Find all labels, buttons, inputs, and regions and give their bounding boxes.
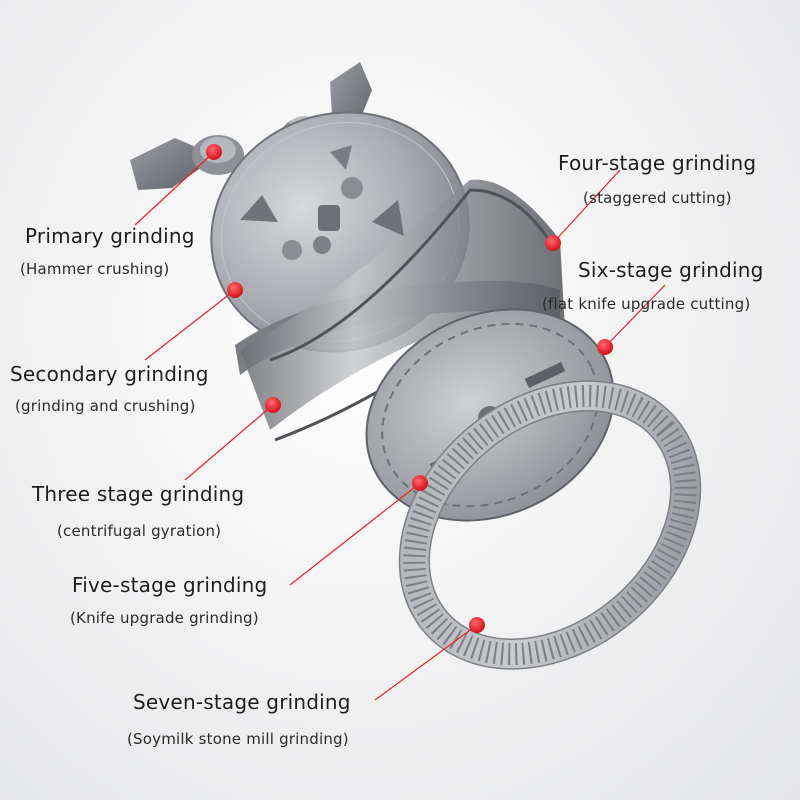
seven-stage-grinding-title: Seven-stage grinding (133, 690, 351, 714)
marker-dot-four (545, 235, 561, 251)
leader-three (184, 404, 274, 481)
marker-dot-secondary (227, 282, 243, 298)
five-stage-grinding-title: Five-stage grinding (72, 573, 268, 597)
six-stage-grinding-title: Six-stage grinding (578, 258, 764, 282)
marker-dot-seven (469, 617, 485, 633)
perforated-mill-ring (398, 380, 702, 670)
secondary-grinding-subtitle: (grinding and crushing) (15, 397, 196, 415)
leader-five (289, 482, 421, 586)
five-stage-grinding-subtitle: (Knife upgrade grinding) (70, 609, 259, 627)
marker-dot-three (265, 397, 281, 413)
leader-primary (134, 151, 215, 226)
marker-dot-five (412, 475, 428, 491)
leader-secondary (144, 289, 236, 361)
leader-four (552, 169, 621, 244)
leader-six (604, 284, 666, 348)
primary-grinding-title: Primary grinding (25, 224, 195, 248)
three-stage-grinding-title: Three stage grinding (32, 482, 245, 506)
primary-grinding-subtitle: (Hammer crushing) (20, 260, 170, 278)
four-stage-grinding-title: Four-stage grinding (558, 151, 757, 175)
leader-seven (374, 624, 478, 701)
secondary-grinding-title: Secondary grinding (10, 362, 209, 386)
six-stage-grinding-subtitle: (flat knife upgrade cutting) (542, 295, 751, 313)
marker-dot-primary (206, 144, 222, 160)
three-stage-grinding-subtitle: (centrifugal gyration) (57, 522, 222, 540)
marker-dot-six (597, 339, 613, 355)
seven-stage-grinding-subtitle: (Soymilk stone mill grinding) (127, 730, 349, 748)
stage-markers (206, 144, 613, 633)
four-stage-grinding-subtitle: (staggered cutting) (583, 189, 732, 207)
leader-lines (134, 151, 666, 701)
